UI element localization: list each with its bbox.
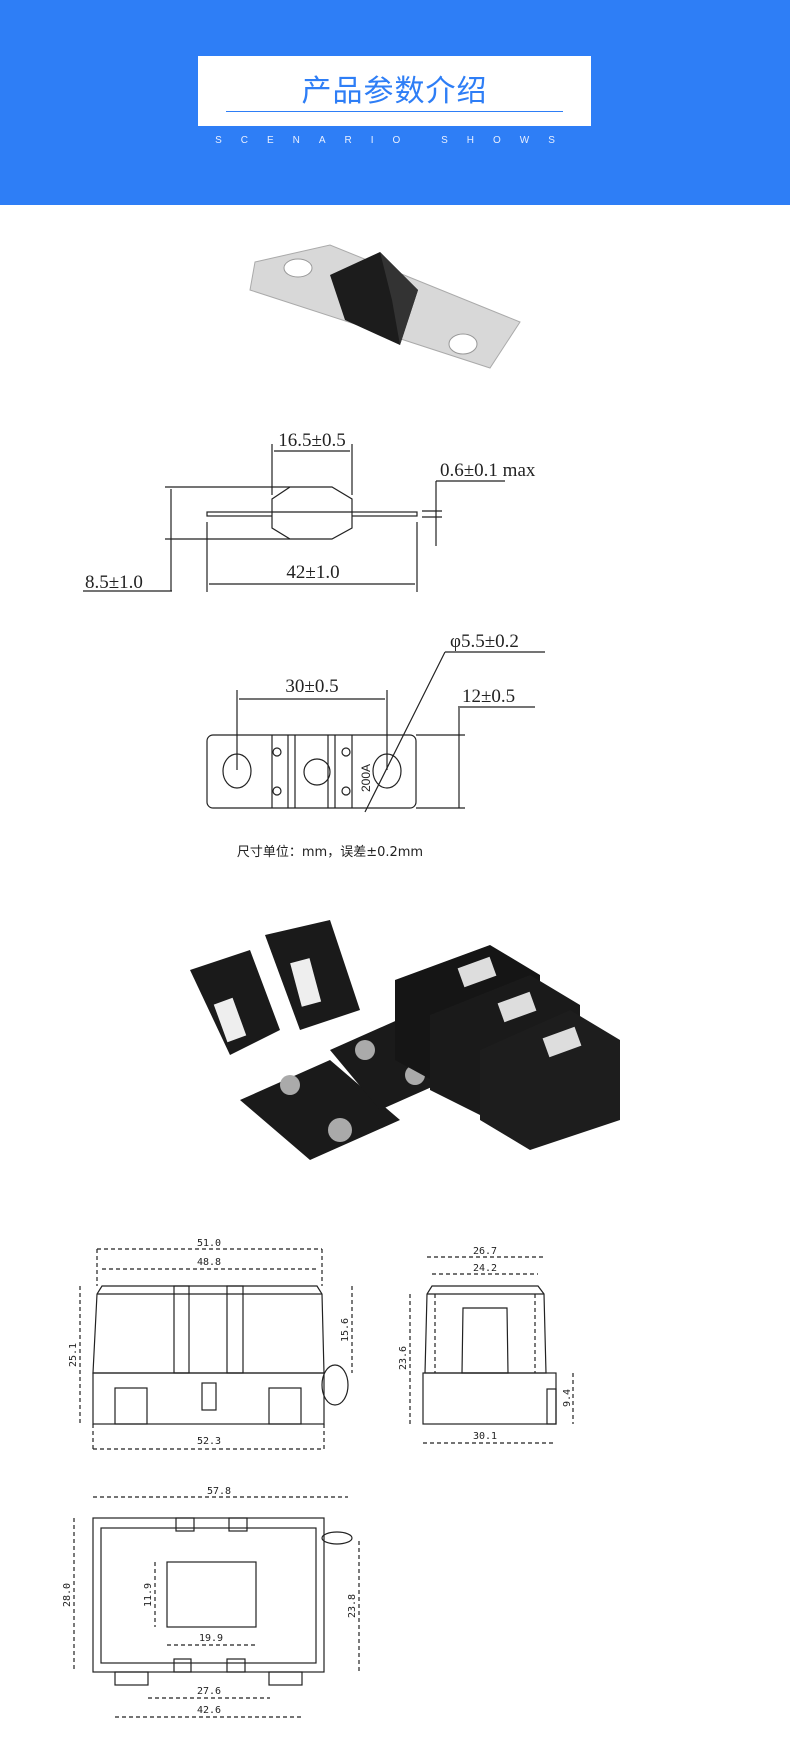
dim-side-lower: 9.4 [562,1389,573,1407]
dim-side-base: 30.1 [473,1431,497,1442]
dim-top-length: 57.8 [207,1486,231,1497]
page-subtitle: SCENARIO SHOWS [215,135,574,146]
dim-body-width: 16.5±0.5 [278,430,345,451]
dim-hole-spacing: 30±0.5 [285,676,338,697]
dim-thickness: 0.6±0.1 max [440,460,536,481]
holder-front-view [79,1248,353,1452]
dim-side-top-outer: 26.7 [473,1246,497,1257]
dim-hole: φ5.5±0.2 [450,631,519,652]
dim-side-top-inner: 24.2 [473,1263,497,1274]
title-box: 产品参数介绍 [198,56,591,126]
holder-top-view [73,1496,360,1718]
fuse-holder-photo [190,920,620,1160]
dim-feet-outer: 42.6 [197,1705,221,1716]
dim-feet-inner: 27.6 [197,1686,221,1697]
dim-front-base: 52.3 [197,1436,221,1447]
header-banner: 产品参数介绍 SCENARIO SHOWS [0,0,790,205]
fuse-photo [249,244,521,369]
dim-front-top-inner: 48.8 [197,1257,221,1268]
title-underline [226,111,563,112]
dim-front-upper: 15.6 [340,1318,351,1342]
dim-height: 8.5±1.0 [85,572,143,593]
dim-side-height: 23.6 [398,1346,409,1370]
dim-front-height: 25.1 [68,1343,79,1367]
dim-front-top-outer: 51.0 [197,1238,221,1249]
dim-length: 42±1.0 [286,562,339,583]
dim-window-width: 19.9 [199,1633,223,1644]
dim-width: 12±0.5 [462,686,515,707]
fuse-side-drawing: 16.5±0.5 0.6±0.1 max 8.5±1.0 42±1.0 φ5.5… [83,430,545,813]
holder-side-view [409,1256,574,1444]
dim-inner-width: 23.8 [347,1594,358,1618]
brand-logo-icon [303,758,331,786]
fuse-rating: 200A [359,764,373,792]
dim-window-height: 11.9 [143,1583,154,1607]
unit-caption: 尺寸单位：mm，误差±0.2mm [236,845,424,860]
dim-top-width: 28.0 [62,1583,73,1607]
page-title: 产品参数介绍 [301,74,488,109]
